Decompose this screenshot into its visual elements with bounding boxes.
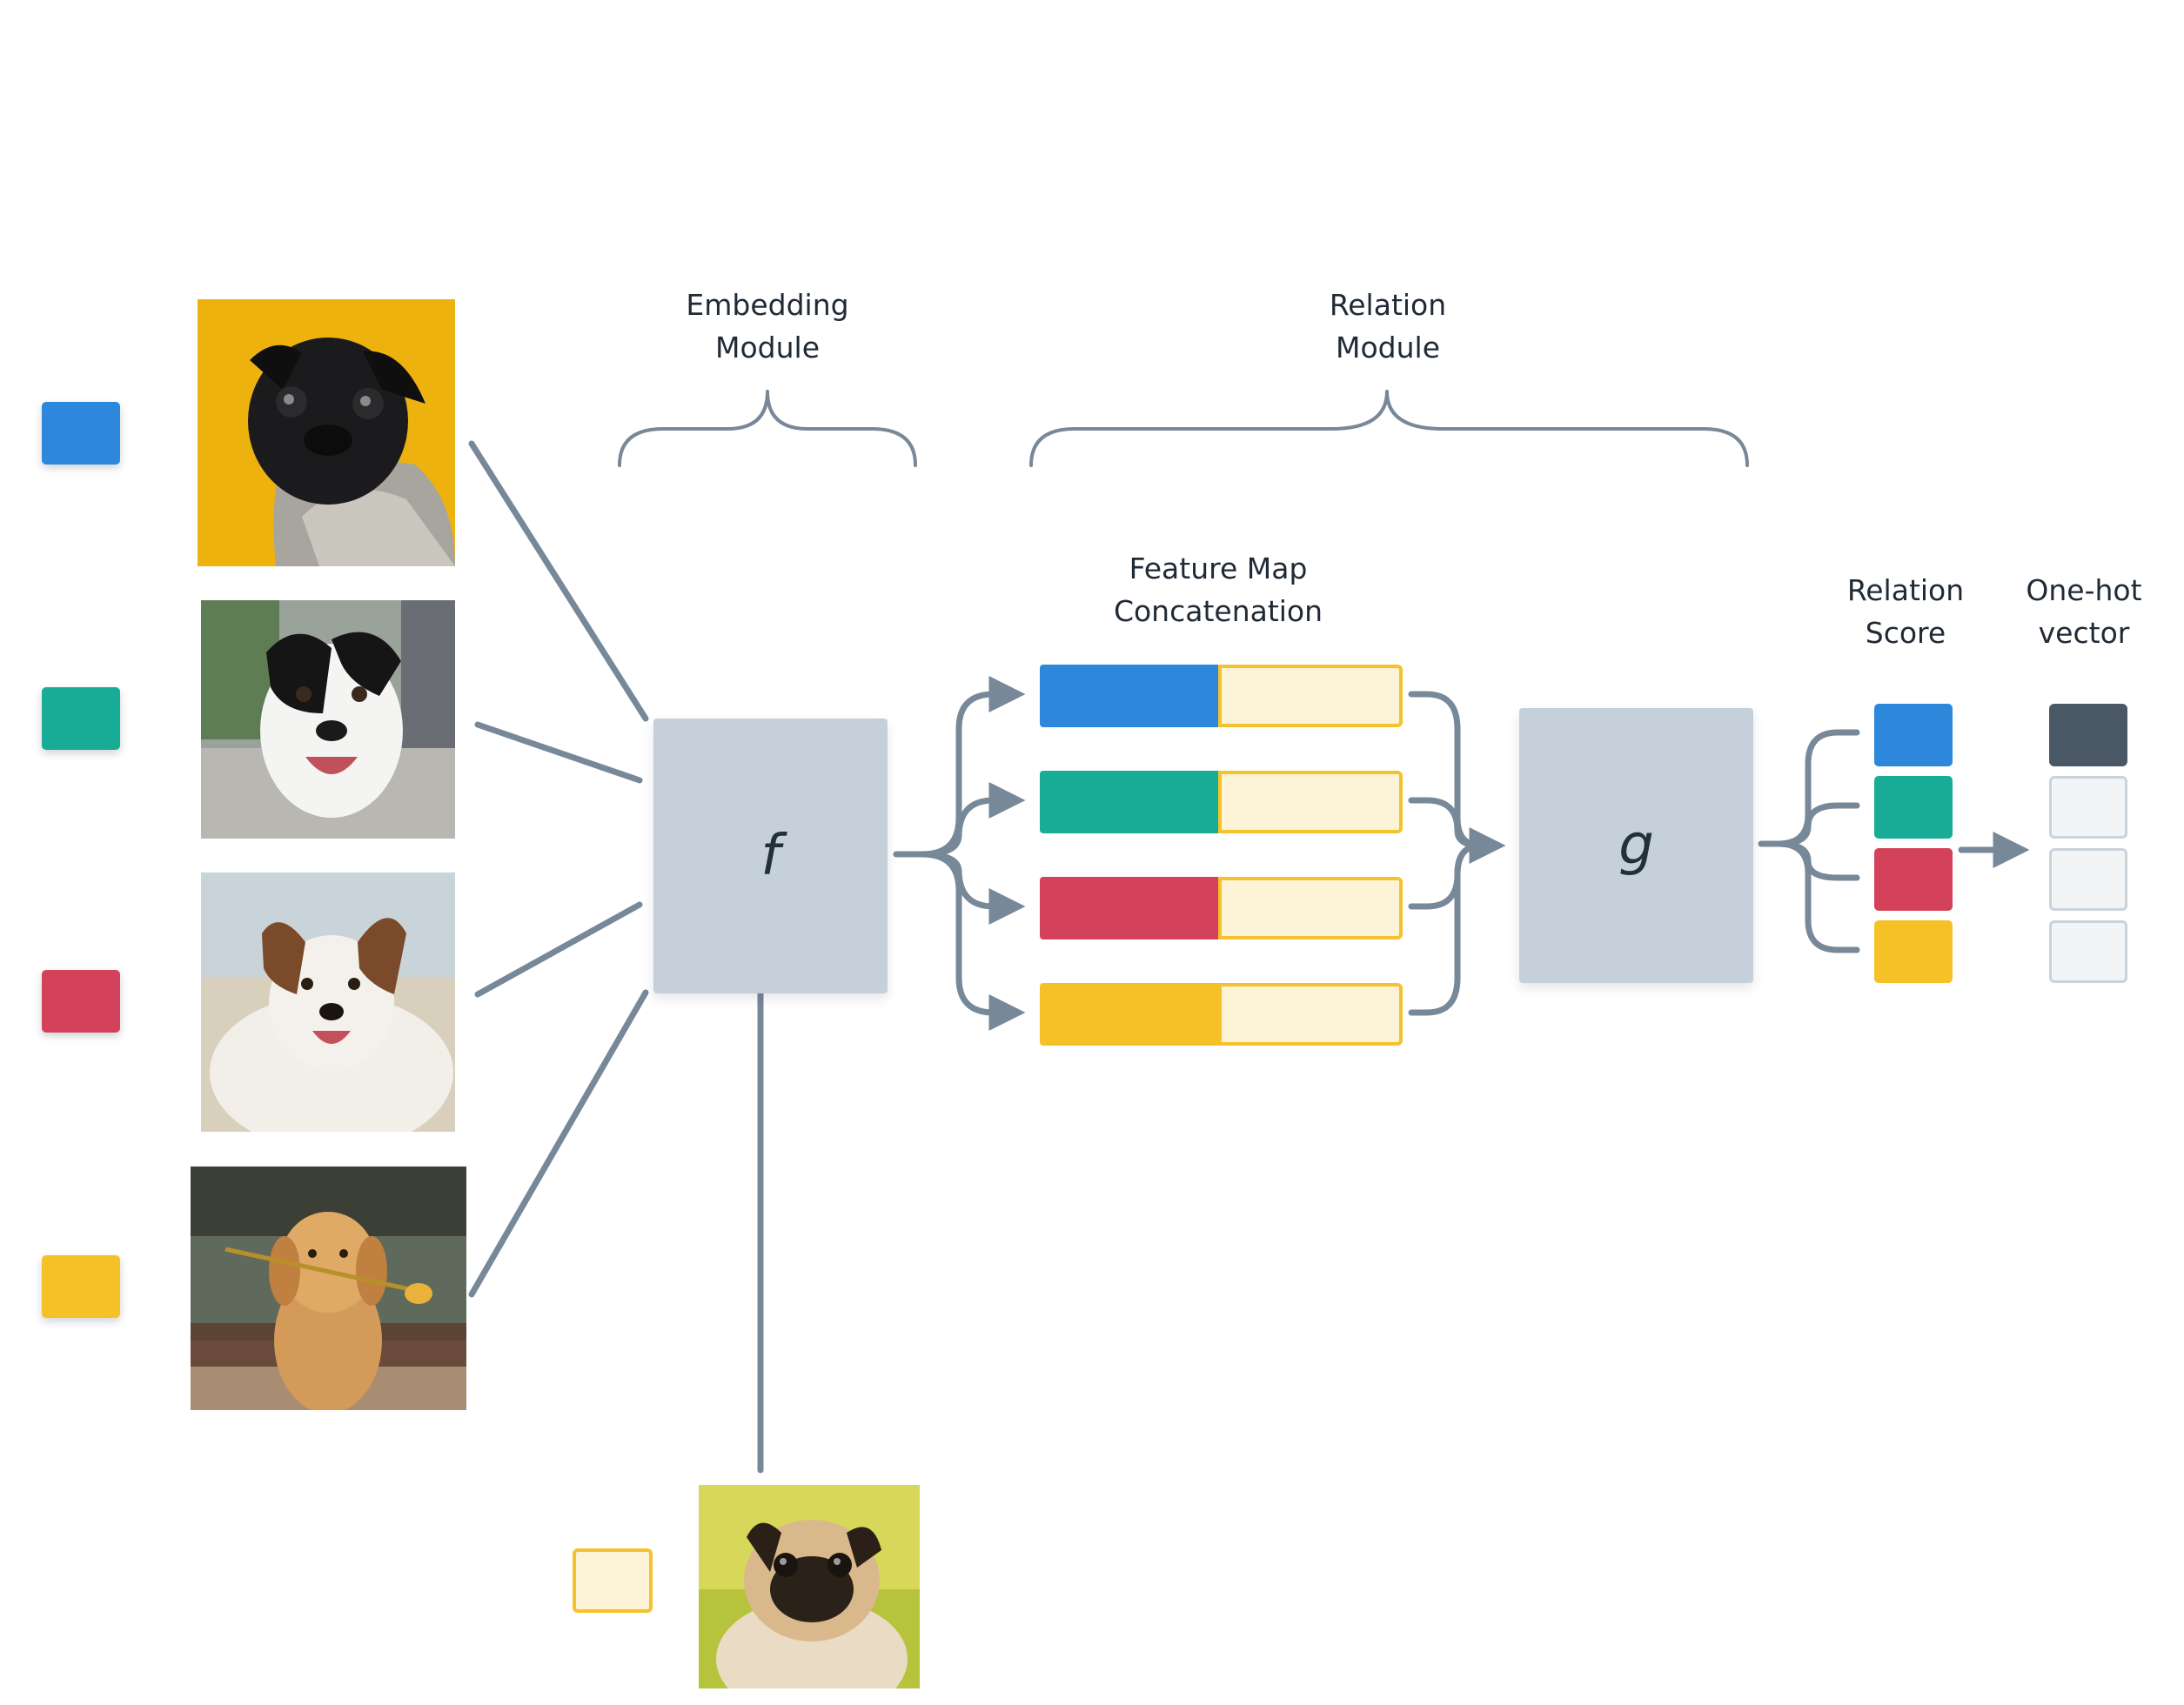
feature-map-label: Feature Map Concatenation (1088, 547, 1349, 632)
one-hot-cell-1 (2049, 704, 2127, 766)
query-feature (1218, 877, 1403, 939)
class-chip-blue (42, 402, 120, 465)
one-hot-label-line1: One-hot (2026, 573, 2142, 607)
one-hot-cell-4 (2049, 920, 2127, 983)
g-symbol: g (1618, 813, 1654, 878)
golden-retriever-with-flower-photo (191, 1167, 466, 1410)
embedding-module-f: f (653, 719, 888, 993)
relation-module-g: g (1519, 708, 1753, 983)
black-pug-yellow-background-photo (198, 299, 455, 566)
embedding-brace (618, 390, 917, 467)
relation-score-label-line2: Score (1865, 616, 1946, 650)
relation-score-yellow (1874, 920, 1953, 983)
embedding-label-line2: Module (715, 331, 820, 364)
feature-map-label-line2: Concatenation (1113, 594, 1323, 628)
black-white-dog-photo (201, 600, 455, 839)
relation-module-label-line2: Module (1336, 331, 1440, 364)
query-feature (1218, 983, 1403, 1046)
relation-score-label: Relation Score (1819, 569, 1993, 654)
line-img2-f (474, 721, 643, 784)
line-img4-f (468, 989, 649, 1298)
relation-score-label-line1: Relation (1846, 573, 1965, 607)
class-chip-red (42, 970, 120, 1033)
border-collie-photo (201, 873, 455, 1132)
support-feature-red (1040, 877, 1220, 939)
one-hot-label-line2: vector (2038, 616, 2130, 650)
relation-module-label: Relation Module (1288, 284, 1488, 369)
query-chip (573, 1548, 653, 1613)
f-symbol: f (760, 824, 780, 888)
embedding-label-line1: Embedding (686, 288, 849, 322)
relation-score-blue (1874, 704, 1953, 766)
relation-score-teal (1874, 776, 1953, 839)
embedding-module-label: Embedding Module (663, 284, 872, 369)
relation-module-label-line1: Relation (1329, 288, 1447, 322)
query-feature (1218, 771, 1403, 833)
one-hot-cell-3 (2049, 848, 2127, 911)
query-feature (1218, 665, 1403, 727)
support-feature-blue (1040, 665, 1220, 727)
class-chip-teal (42, 687, 120, 750)
line-img1-f (468, 440, 649, 722)
line-img3-f (474, 901, 643, 998)
support-feature-teal (1040, 771, 1220, 833)
one-hot-cell-2 (2049, 776, 2127, 839)
one-hot-label: One-hot vector (1997, 569, 2171, 654)
class-chip-yellow (42, 1255, 120, 1318)
feature-map-label-line1: Feature Map (1129, 552, 1308, 585)
relation-brace (1029, 390, 1749, 467)
support-feature-yellow (1040, 983, 1220, 1046)
fawn-pug-photo (699, 1485, 920, 1688)
relation-score-red (1874, 848, 1953, 911)
